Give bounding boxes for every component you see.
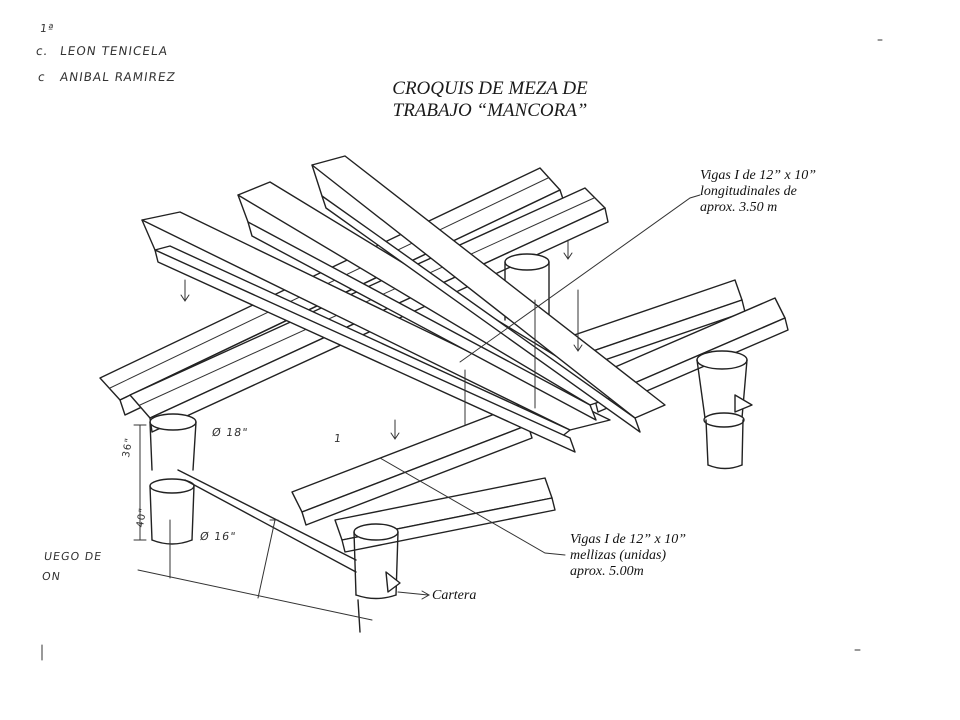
annotation-twin-line-2: mellizas (unidas) (570, 548, 667, 563)
diameter-bottom-label: Ø 16" (199, 530, 238, 543)
annotation-twin: Vigas I de 12” x 10” mellizas (unidas) a… (570, 532, 686, 580)
top-beam-left (141, 211, 611, 453)
front-beam-lower (334, 477, 556, 553)
annotation-twin-line-3: aprox. 5.00m (570, 564, 644, 579)
title-line-1: CROQUIS DE MEZA DE (392, 78, 588, 99)
edge-marks (41, 39, 883, 661)
pillar-left (149, 413, 197, 545)
left-note-1: UEGO DE (43, 550, 104, 563)
annotation-cartera: Cartera (432, 588, 477, 603)
annotation-longitudinal-line-2: longitudinales de (700, 184, 797, 199)
annotation-longitudinal: Vigas I de 12” x 10” longitudinales de a… (700, 168, 816, 216)
dimension-lines (133, 424, 373, 621)
brace-left (177, 469, 357, 573)
left-note-2: ON (41, 570, 62, 583)
diameter-top-label: Ø 18" (211, 426, 250, 439)
annotation-twin-line-1: Vigas I de 12” x 10” (570, 532, 687, 547)
annotation-longitudinal-line-1: Vigas I de 12” x 10” (700, 168, 817, 183)
title-line-2: TRABAJO “MANCORA” (392, 100, 588, 121)
leader-lines (379, 194, 701, 600)
annotation-longitudinal-line-3: aprox. 3.50 m (700, 200, 778, 215)
top-beam-right (311, 155, 666, 433)
arrow-marks (180, 239, 583, 440)
pillar-right (696, 350, 753, 470)
pillar-front (353, 523, 401, 633)
